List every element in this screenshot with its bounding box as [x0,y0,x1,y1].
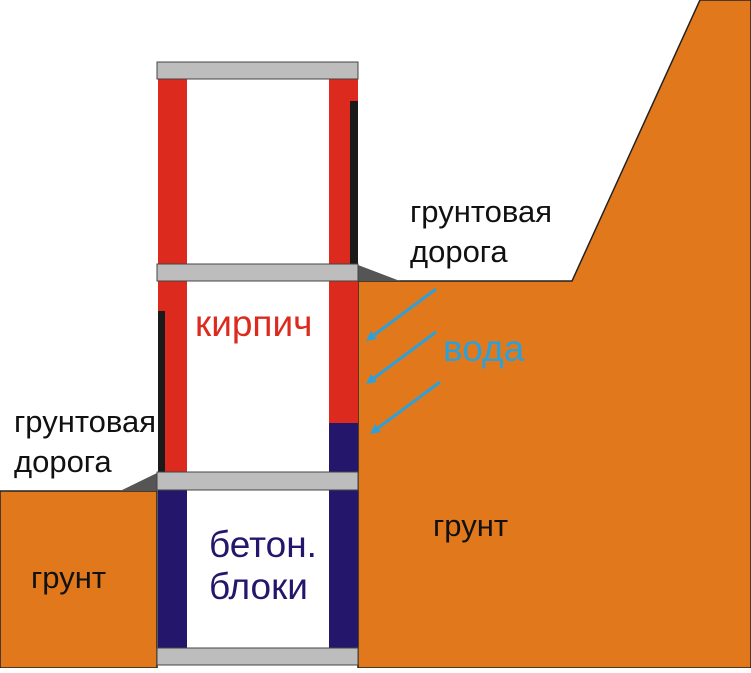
concrete-wall-right-middle [329,423,358,472]
brick-label: кирпич [195,303,312,344]
upper-road-wedge [358,265,400,281]
concrete-blocks-label-line2: блоки [209,566,308,607]
ground-left-label: грунт [31,560,106,595]
concrete-wall-left-basement [158,490,187,648]
brick-wall-right-middle [329,281,358,423]
room-basement [187,490,329,648]
ground-right [357,0,751,669]
concrete-blocks-label-line1: бетон. [209,524,317,565]
slab-floor-1 [156,471,359,491]
slab-basement [156,647,359,666]
lower-road-label-line1: грунтовая [14,404,156,439]
upper-road-label-line2: дорога [410,234,508,269]
room-upper [187,79,329,264]
arrow-down-left-icon [369,380,441,434]
concrete-wall-right-basement [329,490,358,648]
arrow-down-left-icon [365,287,437,341]
room-middle [187,281,329,472]
upper-road-label-line1: грунтовая [410,194,552,229]
slab-floor-2 [156,263,359,282]
lower-road-wedge [120,473,157,491]
water-label: вода [443,328,525,369]
ground-right-label: грунт [433,508,508,543]
water-arrows [365,287,441,434]
brick-wall-left-upper [158,79,187,264]
arrow-down-left-icon [365,330,437,384]
waterproofing-middle-left [158,311,165,472]
slab-roof [156,61,359,80]
waterproofing-upper-right [350,101,358,264]
lower-road-label-line2: дорога [14,444,112,479]
